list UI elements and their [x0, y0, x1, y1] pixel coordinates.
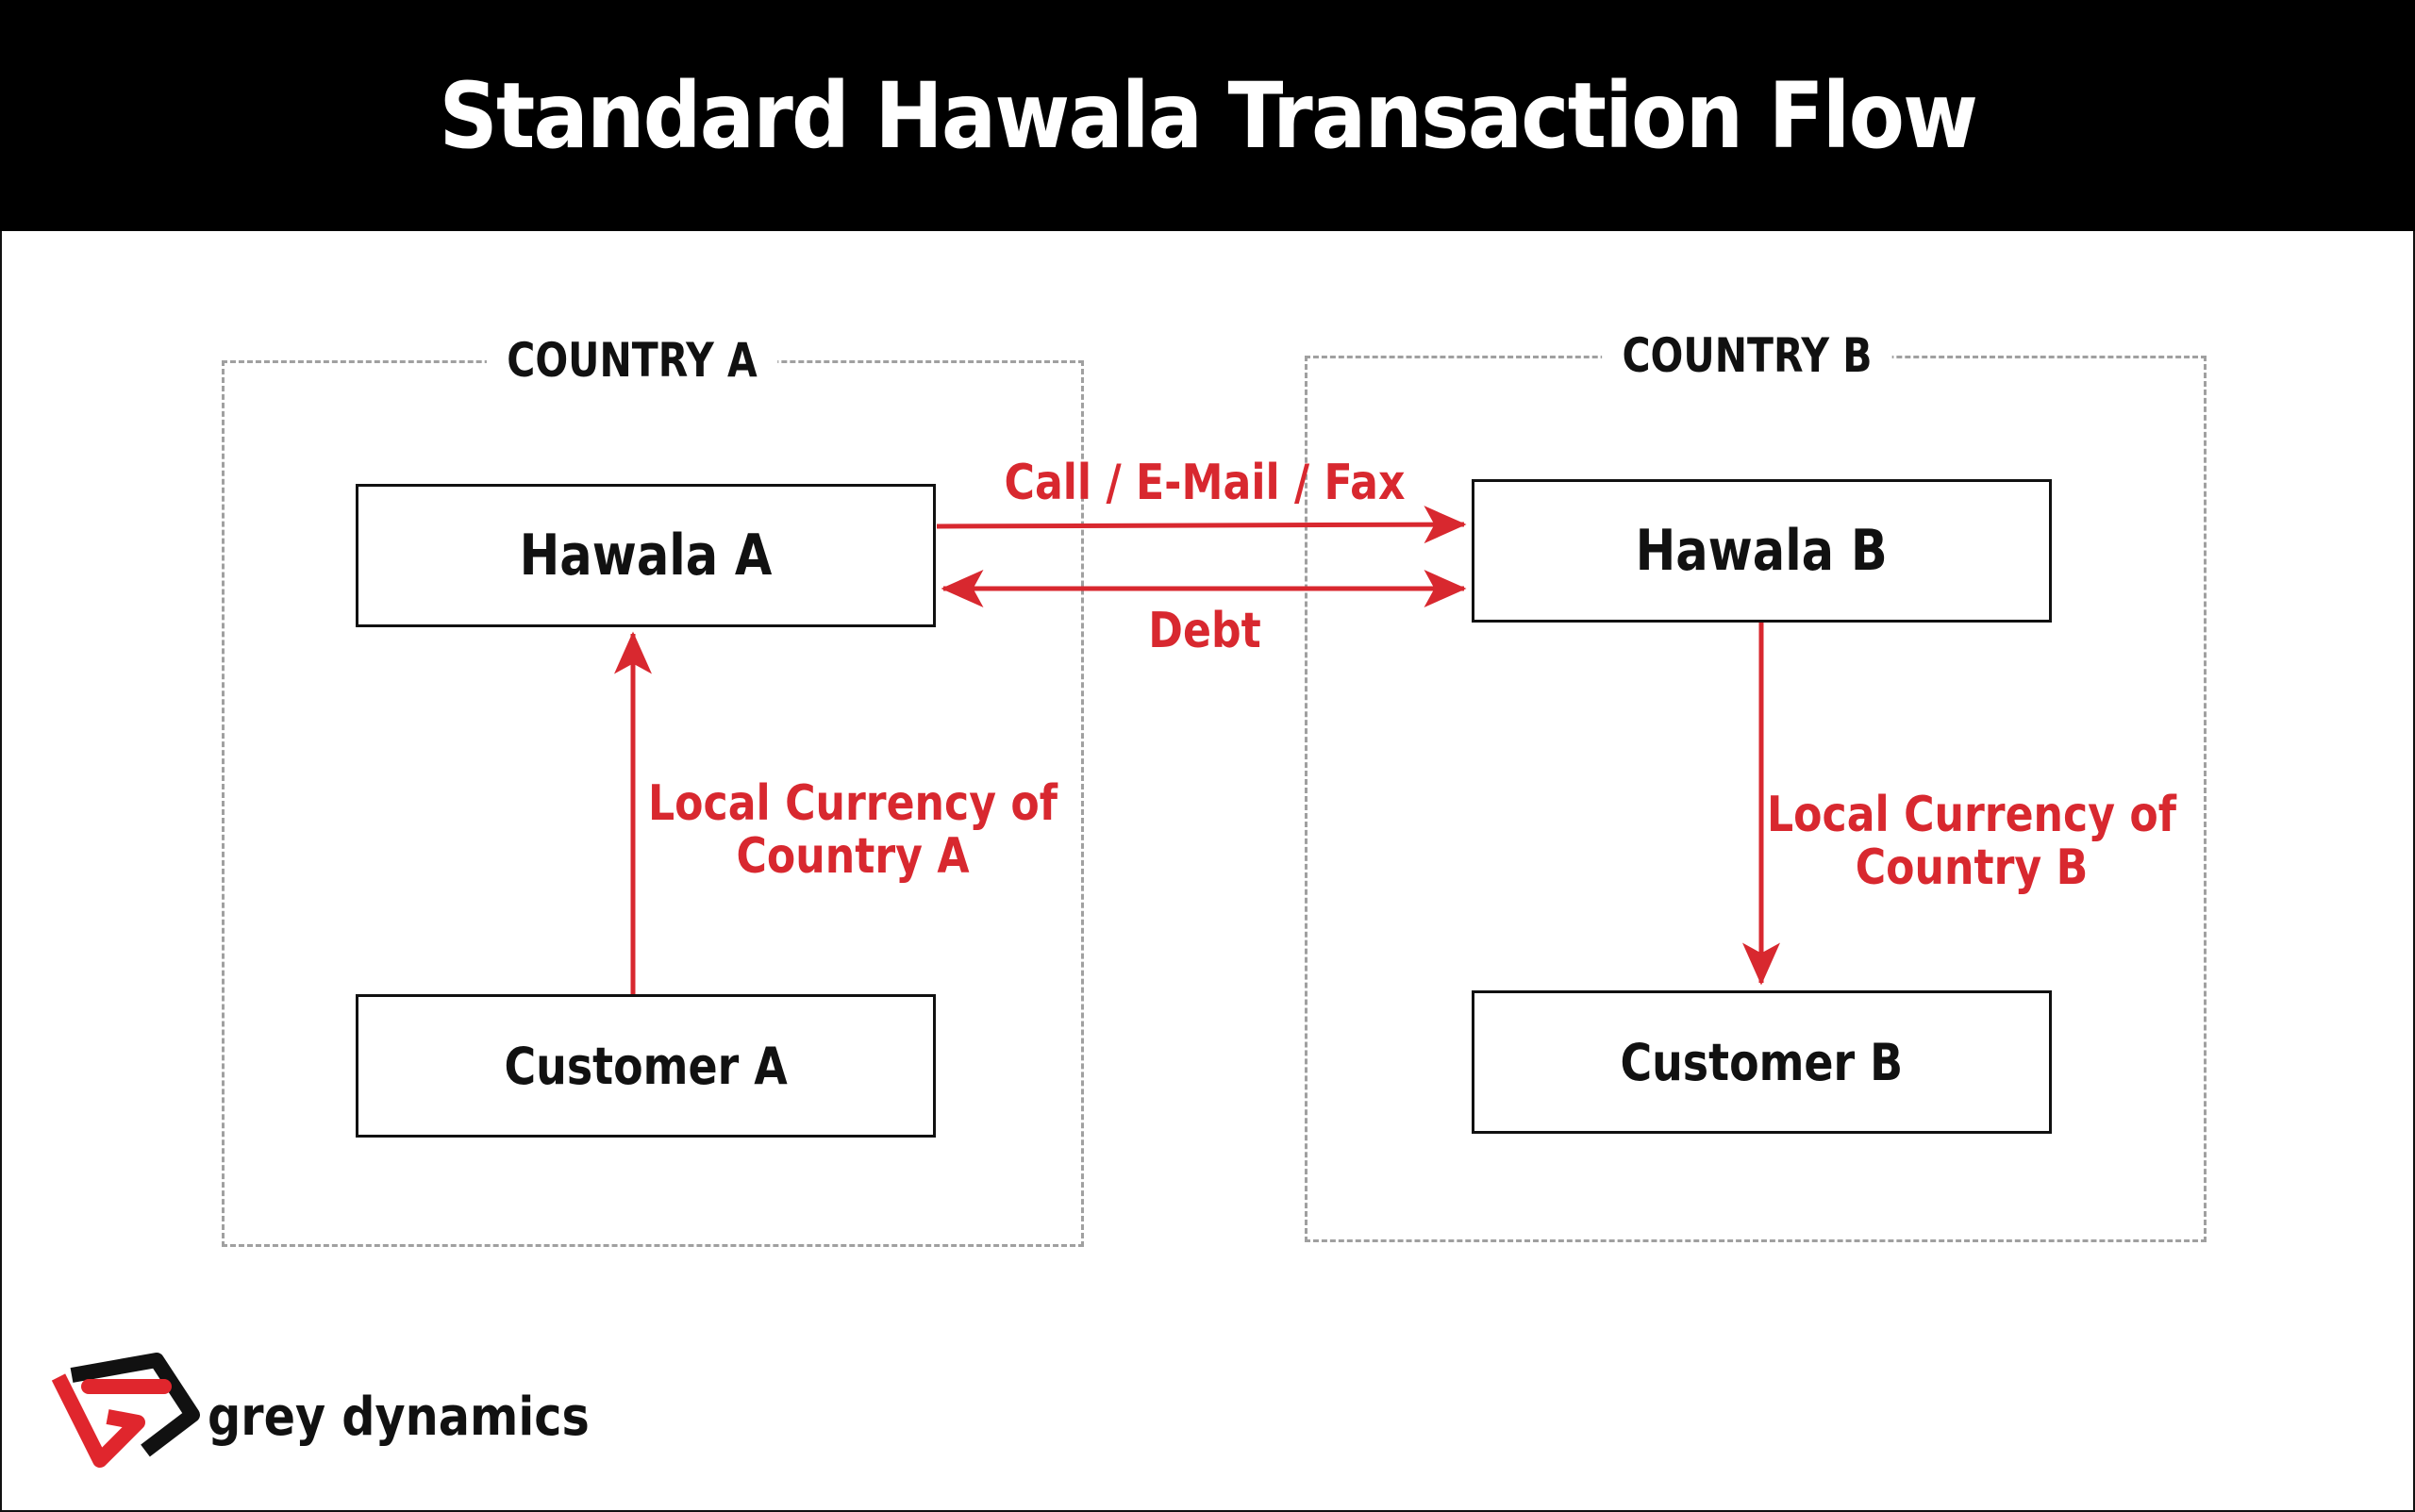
- hawala-a-box: Hawala A: [356, 484, 936, 627]
- local-currency-a-line2: Country A: [736, 828, 970, 885]
- region-country-a-label: COUNTRY A: [486, 332, 778, 389]
- hawala-a-label: Hawala A: [519, 523, 773, 589]
- customer-b-label: Customer B: [1620, 1032, 1904, 1092]
- communication-arrow: [936, 506, 1467, 544]
- hawala-b-label: Hawala B: [1635, 518, 1889, 584]
- local-currency-a-label: Local Currency of Country A: [648, 777, 1058, 883]
- local-currency-a-line1: Local Currency of: [647, 775, 1058, 832]
- brand-name: grey dynamics: [208, 1387, 590, 1448]
- customer-a-label: Customer A: [504, 1036, 788, 1096]
- local-currency-b-line1: Local Currency of: [1766, 787, 2177, 843]
- diagram-title: Standard Hawala Transaction Flow: [439, 62, 1977, 169]
- hawala-b-box: Hawala B: [1472, 479, 2052, 623]
- region-country-b-label: COUNTRY B: [1602, 327, 1892, 384]
- local-currency-b-line2: Country B: [1855, 839, 2089, 896]
- grey-dynamics-logo-icon: [51, 1353, 200, 1468]
- customer-b-box: Customer B: [1472, 990, 2052, 1134]
- customer-a-box: Customer A: [356, 994, 936, 1138]
- title-banner: Standard Hawala Transaction Flow: [0, 0, 2415, 231]
- local-currency-b-label: Local Currency of Country B: [1767, 789, 2176, 894]
- communication-label: Call / E-Mail / Fax: [1004, 455, 1406, 511]
- debt-label: Debt: [1148, 603, 1261, 659]
